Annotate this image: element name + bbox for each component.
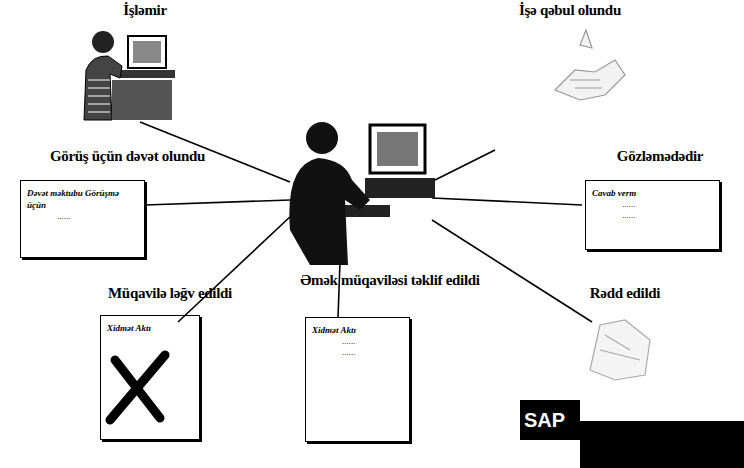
cancel-cross (110, 355, 165, 420)
placeholder-dots: ...... (312, 347, 403, 358)
placeholder-dots: ...... (592, 210, 713, 221)
status-title: Müqavilə ləğv edildi (70, 285, 270, 302)
status-node: Rədd edildi (560, 285, 690, 385)
status-title: Gözləmədədir (580, 148, 740, 165)
placeholder-dots: ...... (592, 199, 713, 210)
status-title: Əmək müqaviləsi təklif edildi (285, 272, 495, 289)
worker-illustration (84, 31, 175, 120)
document-sheet: Xidmət Aktı............ (305, 317, 410, 442)
status-node: Əmək müqaviləsi təklif edildiXidmət Aktı… (285, 272, 495, 444)
logo-bar (580, 421, 744, 468)
document-text: Dəvət məktubu Görüşmə üçün (27, 187, 138, 211)
status-node: İşə qəbul olundu (490, 2, 650, 112)
handshake-illustration (555, 30, 625, 100)
status-node: GözləmədədirCavab verm............ (580, 148, 740, 253)
document-text: Xidmət Aktı (312, 324, 403, 336)
document-sheet: Cavab verm............ (585, 180, 720, 250)
status-node: Müqavilə ləğv edildiXidmət Aktı (70, 285, 270, 445)
central-person (289, 122, 435, 265)
placeholder-dots: ...... (27, 211, 138, 222)
placeholder-dots: ...... (312, 336, 403, 347)
status-title: Görüş üçün dəvət olundu (5, 148, 250, 165)
status-node: Görüş üçün dəvət olunduDəvət məktubu Gör… (5, 148, 250, 263)
document-sheet: Xidmət Aktı (100, 315, 200, 440)
status-title: İşləmir (80, 2, 210, 19)
document-text: Cavab verm (592, 187, 713, 199)
status-title: Rədd edildi (560, 285, 690, 302)
status-node: İşləmir (80, 2, 210, 127)
document-text: Xidmət Aktı (107, 322, 193, 334)
status-title: İşə qəbul olundu (490, 2, 650, 19)
logo-text: SAP (520, 400, 580, 440)
document-sheet: Dəvət məktubu Görüşmə üçün...... (20, 180, 145, 258)
rejected-illustration (590, 320, 650, 380)
